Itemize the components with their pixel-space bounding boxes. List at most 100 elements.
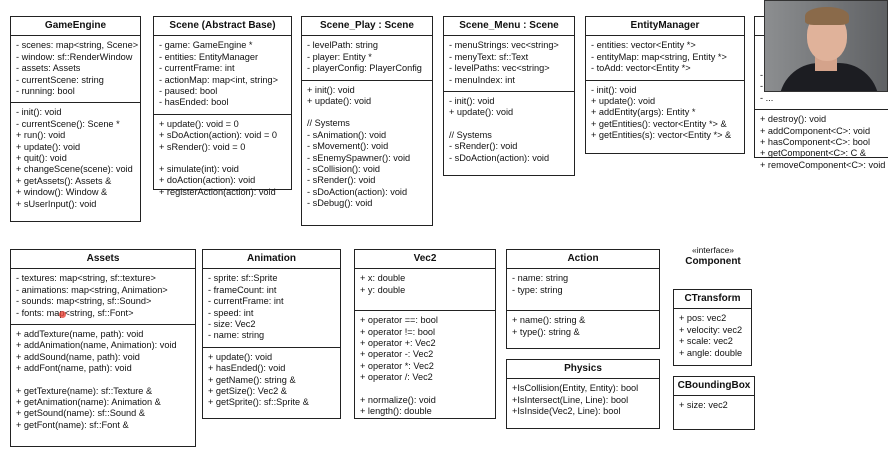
class-scene-play-lifecycle: + init(): void+ update(): void — [307, 85, 427, 108]
class-vec2-attributes: + x: double+ y: double — [355, 269, 495, 312]
uml-member: + y: double — [360, 284, 406, 295]
uml-member: + getAnimation(name): Animation & — [16, 397, 161, 408]
laser-pointer-dot — [59, 311, 66, 318]
class-scene: Scene (Abstract Base) - game: GameEngine… — [153, 16, 292, 197]
class-ctransform-name: CTransform — [674, 290, 751, 310]
uml-member: - animations: map<string, Animation> — [16, 284, 168, 295]
uml-member: + operator /: Vec2 — [360, 372, 433, 383]
class-scene-play-systems-comment: // Systems — [307, 118, 350, 129]
uml-member: - sRender(): void — [307, 175, 376, 186]
uml-member: + getName(): string & — [208, 374, 296, 385]
class-vec2-name: Vec2 — [355, 250, 495, 270]
class-entitymanager-attributes: - entities: vector<Entity *>- entityMap:… — [586, 36, 744, 81]
uml-member: - currentScene(): Scene * — [16, 118, 120, 129]
uml-member: + getSize(): Vec2 & — [208, 386, 287, 397]
uml-member: + run(): void — [16, 130, 66, 141]
class-scene-menu: Scene_Menu : Scene - menuStrings: vec<st… — [443, 16, 575, 176]
uml-member: + angle: double — [679, 347, 743, 358]
uml-member: - sDoAction(action): void — [449, 152, 550, 163]
uml-member: + simulate(int): void — [159, 164, 239, 175]
class-scene-play-systems: - sAnimation(): void- sMovement(): void -… — [307, 130, 427, 210]
uml-member: + update(): void — [16, 141, 81, 152]
uml-member: - init(): void — [16, 107, 62, 118]
class-scene-methods: + update(): void = 0+ sDoAction(action):… — [154, 115, 291, 203]
uml-member: - sDebug(): void — [307, 198, 373, 209]
uml-member: - init(): void — [591, 84, 637, 95]
class-ctransform: CTransform + pos: vec2+ velocity: vec2+ … — [673, 289, 752, 366]
uml-member: + destroy(): void — [760, 114, 827, 125]
class-physics-methods: +IsCollision(Entity, Entity): bool+IsInt… — [507, 379, 659, 422]
uml-member: - sounds: map<string, sf::Sound> — [16, 296, 152, 307]
uml-member: - levelPath: string — [307, 40, 378, 51]
uml-member: - entityMap: map<string, Entity *> — [591, 51, 727, 62]
class-action-methods: + name(): string &+ type(): string & — [507, 311, 659, 343]
class-ctransform-attributes: + pos: vec2+ velocity: vec2+ scale: vec2… — [674, 309, 751, 364]
class-gameengine-attributes: - scenes: map<string, Scene>- window: sf… — [11, 36, 140, 104]
uml-member: - hasEnded: bool — [159, 97, 229, 108]
uml-member: + init(): void — [307, 84, 355, 95]
uml-member: + sRender(): void = 0 — [159, 141, 246, 152]
interface-component-name: Component — [685, 256, 741, 267]
class-scene-menu-name: Scene_Menu : Scene — [444, 17, 574, 37]
uml-member: + update(): void — [591, 96, 656, 107]
uml-member: + update(): void — [307, 96, 372, 107]
class-vec2-methods: + operator ==: bool+ operator !=: bool + … — [355, 311, 495, 422]
class-cboundingbox: CBoundingBox + size: vec2 — [673, 376, 755, 430]
class-assets-name: Assets — [11, 250, 195, 270]
uml-member: + addTexture(name, path): void — [16, 329, 144, 340]
interface-component-stereotype: «interface» — [691, 245, 735, 255]
uml-member: + hasEnded(): void — [208, 363, 286, 374]
uml-member: - game: GameEngine * — [159, 40, 253, 51]
class-action-attributes: - name: string- type: string — [507, 269, 659, 312]
class-vec2-operators: + operator ==: bool+ operator !=: bool + … — [360, 315, 490, 383]
class-scene-play: Scene_Play : Scene - levelPath: string- … — [301, 16, 433, 226]
uml-member: - sDoAction(action): void — [307, 186, 408, 197]
class-scene-menu-systems: - sRender(): void- sDoAction(action): vo… — [449, 141, 569, 164]
uml-member: + addFont(name, path): void — [16, 363, 132, 374]
uml-member: - currentFrame: int — [208, 296, 284, 307]
uml-member: + addEntity(args): Entity * — [591, 107, 696, 118]
class-animation-name: Animation — [203, 250, 340, 270]
uml-member: + name(): string & — [512, 315, 586, 326]
class-scene-play-attributes: - levelPath: string- player: Entity *- p… — [302, 36, 432, 81]
uml-member: + type(): string & — [512, 326, 580, 337]
uml-member: + operator ==: bool — [360, 315, 438, 326]
class-assets-add-methods: + addTexture(name, path): void+ addAnima… — [16, 329, 190, 375]
uml-member: + sDoAction(action): void = 0 — [159, 130, 277, 141]
class-scene-concrete-methods: + simulate(int): void+ doAction(action):… — [159, 164, 286, 198]
class-scene-play-name: Scene_Play : Scene — [302, 17, 432, 37]
interface-component: «interface» Component — [672, 242, 754, 276]
uml-member: - scenes: map<string, Scene> — [16, 40, 139, 51]
class-entitymanager-name: EntityManager — [586, 17, 744, 37]
class-vec2-math: + normalize(): void+ length(): double — [360, 395, 490, 418]
class-animation-attributes: - sprite: sf::Sprite- frameCount: int- c… — [203, 269, 340, 348]
uml-member: - textures: map<string, sf::texture> — [16, 273, 156, 284]
uml-member: - speed: int — [208, 307, 254, 318]
uml-member: + removeComponent<C>: void — [760, 159, 886, 170]
uml-member: + pos: vec2 — [679, 313, 727, 324]
uml-member: + update(): void — [449, 107, 514, 118]
class-physics-name: Physics — [507, 360, 659, 380]
uml-member: + getEntities(s): vector<Entity *> & — [591, 130, 732, 141]
class-gameengine-name: GameEngine — [11, 17, 140, 37]
uml-member: - name: string — [208, 330, 265, 341]
uml-member: - menyText: sf::Text — [449, 51, 529, 62]
uml-member: - sMovement(): void — [307, 141, 389, 152]
class-entitymanager-methods: - init(): void+ update(): void+ addEntit… — [586, 81, 744, 147]
uml-member: - sRender(): void — [449, 141, 518, 152]
class-action: Action - name: string- type: string + na… — [506, 249, 660, 349]
uml-member: - currentScene: string — [16, 74, 104, 85]
uml-member: + size: vec2 — [679, 400, 728, 411]
class-scene-menu-lifecycle: - init(): void+ update(): void — [449, 96, 569, 119]
uml-member: + update(): void = 0 — [159, 118, 239, 129]
uml-member: + operator !=: bool — [360, 326, 436, 337]
uml-member: - playerConfig: PlayerConfig — [307, 63, 422, 74]
uml-member: - size: Vec2 — [208, 319, 256, 330]
uml-member: + registerAction(action): void — [159, 186, 276, 197]
uml-member: - sAnimation(): void — [307, 129, 387, 140]
class-assets: Assets - textures: map<string, sf::textu… — [10, 249, 196, 447]
uml-member: - ... — [760, 92, 774, 103]
class-assets-methods: + addTexture(name, path): void+ addAnima… — [11, 325, 195, 436]
class-scene-menu-methods: - init(): void+ update(): void // System… — [444, 92, 574, 169]
uml-member: - player: Entity * — [307, 51, 372, 62]
